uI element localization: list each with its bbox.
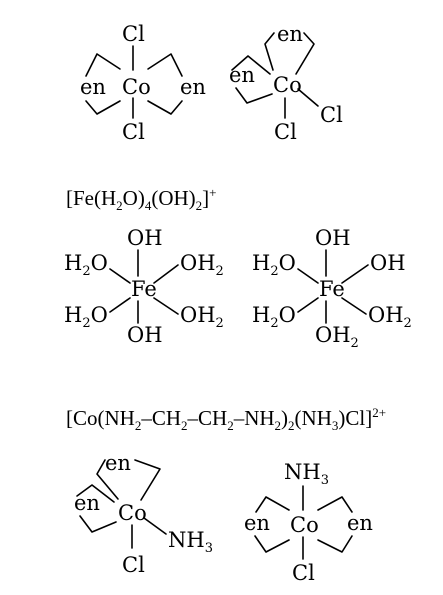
- ligand-en-top: en: [277, 22, 303, 46]
- structure-fe-cis: OH Fe H2O OH H2O OH2 OH2: [252, 226, 412, 351]
- chelate-left-upper: [76, 484, 115, 503]
- formula-iron-complex: [Fe(H2O)4(OH)2]+: [66, 185, 217, 214]
- chelate-left-lower: [235, 87, 273, 104]
- atom-cl-bottom: Cl: [274, 120, 297, 144]
- bond-fe-h2o-ll: [297, 297, 319, 313]
- atom-co: Co: [118, 501, 147, 525]
- chelate-left-lower: [254, 535, 290, 553]
- formula2-subscript: 2: [274, 418, 282, 434]
- ligand-oh2-upper-right: OH2: [180, 251, 224, 279]
- ligand-h2o-upper-left: H2O: [252, 251, 296, 279]
- ligand-h2o-upper-left: H2O: [64, 251, 108, 279]
- atom-co: Co: [122, 75, 151, 99]
- atom-fe: Fe: [131, 277, 157, 301]
- chelate-right-upper: [317, 496, 353, 513]
- bond-fe-h2o-ul: [109, 268, 131, 284]
- bond-co-nh3: [143, 517, 167, 535]
- chelate-left-upper: [231, 55, 271, 75]
- formula1-charge: +: [209, 185, 217, 200]
- formula2-part: –CH: [141, 406, 182, 430]
- chelate-left-upper: [255, 496, 290, 513]
- formula2-part: (NH: [294, 406, 332, 430]
- atom-co: Co: [273, 73, 302, 97]
- ligand-en-top: en: [105, 451, 131, 475]
- bond-fe-oh-ur: [341, 264, 369, 284]
- structure-trans-co-en2-cl2: Cl Co Cl en en: [80, 22, 206, 144]
- ligand-oh2-lower-right: OH2: [368, 303, 412, 331]
- ligand-nh3-top: NH3: [284, 460, 329, 488]
- bond-fe-oh2-ur: [153, 264, 179, 284]
- structure-co-en2-nh3-cl-cis: en en Co NH3 Cl: [74, 451, 213, 577]
- atom-oh-top: OH: [315, 226, 351, 250]
- chelate-top-left: [264, 32, 275, 71]
- ligand-oh2-bottom: OH2: [315, 323, 359, 351]
- formula2-part: )Cl]: [338, 406, 373, 430]
- formula2-subscript: 2: [288, 418, 295, 434]
- formula1-subscript: 2: [116, 198, 123, 214]
- bond-fe-oh2-lr: [341, 297, 367, 315]
- chelate-left-lower: [85, 100, 121, 115]
- formula1-part: [Fe(H: [66, 186, 117, 210]
- atom-fe: Fe: [319, 277, 345, 301]
- formula1-subscript: 4: [144, 198, 152, 214]
- atom-oh-top: OH: [127, 226, 163, 250]
- atom-cl-bottom: Cl: [122, 120, 145, 144]
- atom-cl-top: Cl: [122, 22, 145, 46]
- chelate-top-right: [295, 32, 315, 75]
- structure-co-en2-nh3-cl-trans: NH3 Co Cl en en: [244, 460, 373, 585]
- chelate-right-lower: [147, 100, 183, 115]
- ligand-en-right: en: [180, 75, 206, 99]
- ligand-oh-upper-right: OH: [370, 251, 406, 275]
- chelate-right-lower: [317, 535, 353, 553]
- atom-oh-bottom: OH: [127, 323, 163, 347]
- ligand-en-right: en: [347, 511, 373, 535]
- chelate-top-right: [134, 459, 161, 501]
- formula1-subscript: 2: [195, 198, 203, 214]
- bond-fe-oh2-lr: [153, 297, 179, 315]
- formula1-part: O): [122, 186, 145, 210]
- chelate-left-lower: [79, 515, 117, 533]
- atom-cl-bottom: Cl: [122, 553, 145, 577]
- ligand-en-left: en: [229, 63, 255, 87]
- formula-cobalt-complex: [Co(NH2–CH2–CH2–NH2)2(NH3)Cl]2+: [66, 405, 386, 434]
- chelate-right-upper: [147, 53, 183, 77]
- formula2-subscript: 3: [331, 418, 339, 434]
- formula2-part: ): [281, 406, 289, 430]
- bond-co-cl-right: [297, 88, 319, 107]
- chelate-left-upper: [85, 53, 121, 77]
- ligand-h2o-lower-left: H2O: [252, 303, 296, 331]
- atom-cl-right: Cl: [320, 103, 343, 127]
- formula2-subscript: 2: [227, 418, 234, 434]
- structure-fe-trans: OH Fe OH H2O OH2 H2O OH2: [64, 226, 224, 347]
- formula2-charge: 2+: [372, 405, 387, 420]
- ligand-en-left: en: [80, 75, 106, 99]
- chelate-top-left: [96, 459, 119, 500]
- bond-fe-h2o-ll: [109, 297, 131, 313]
- atom-co: Co: [290, 513, 319, 537]
- ligand-oh2-lower-right: OH2: [180, 303, 224, 331]
- formula1-part: (OH): [151, 186, 196, 210]
- formula2-part: –CH: [187, 406, 228, 430]
- formula2-subscript: 2: [134, 418, 142, 434]
- ligand-nh3: NH3: [168, 528, 213, 556]
- formula1-part: ]: [202, 186, 210, 210]
- ligand-en-left: en: [244, 511, 270, 535]
- formula2-part: [Co(NH: [66, 406, 135, 430]
- bond-fe-h2o-ul: [297, 268, 319, 284]
- structure-cis-co-en2-cl2: en en Co Cl Cl: [229, 22, 343, 144]
- atom-cl-bottom: Cl: [292, 561, 315, 585]
- formula2-subscript: 2: [181, 418, 188, 434]
- formula2-part: –NH: [233, 406, 275, 430]
- ligand-h2o-lower-left: H2O: [64, 303, 108, 331]
